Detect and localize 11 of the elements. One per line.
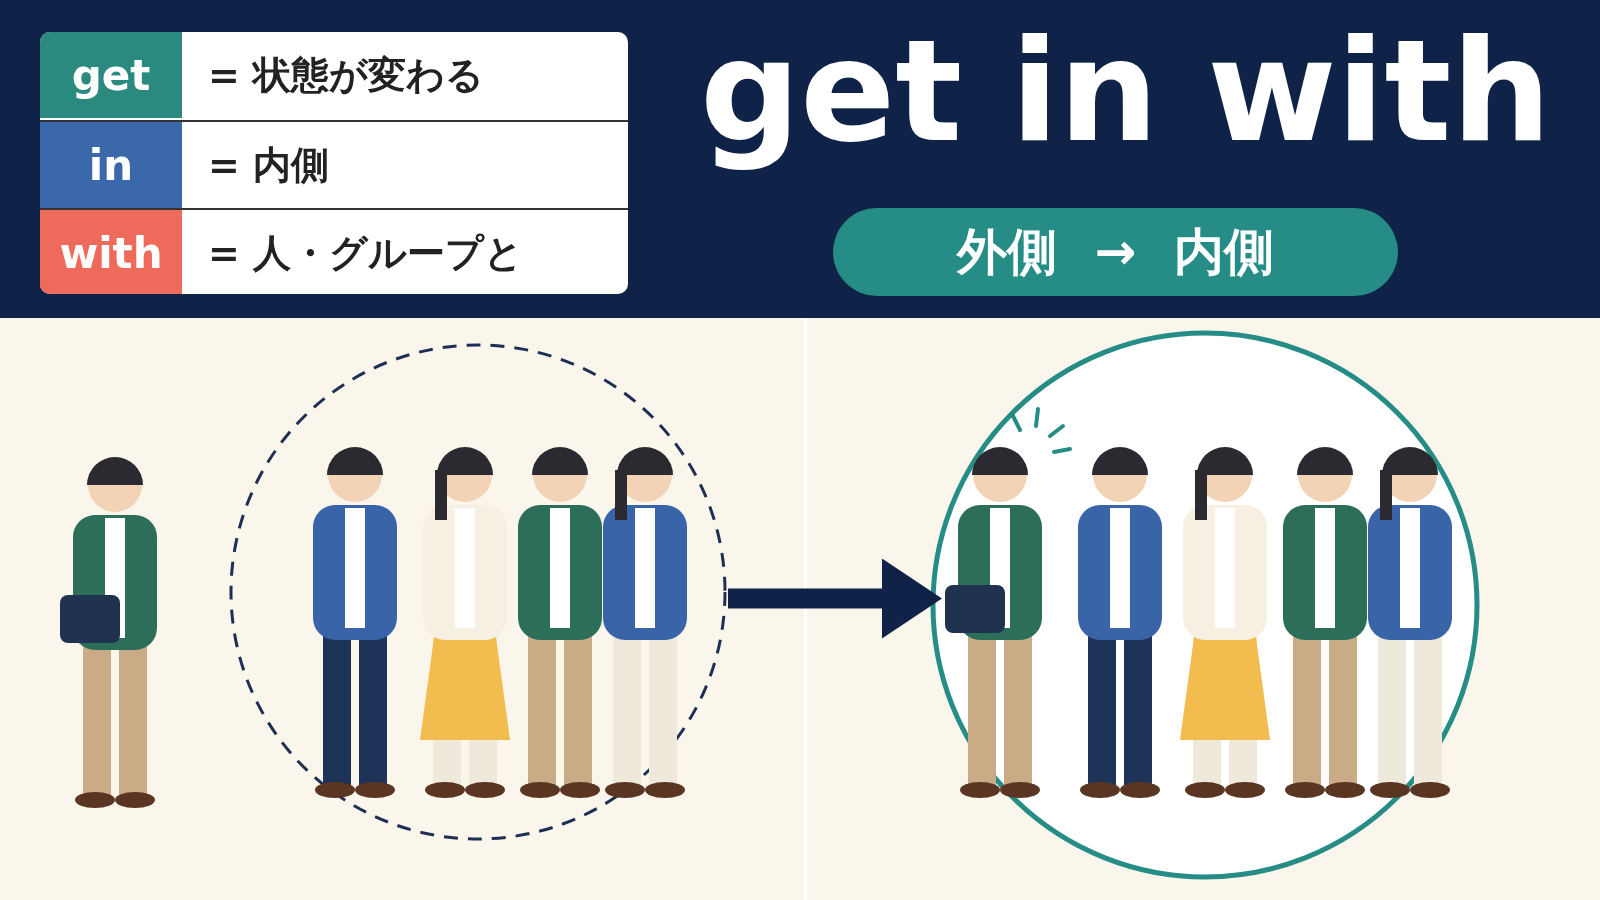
- keyword-label: get: [40, 32, 182, 118]
- meaning-text: = 内側: [208, 142, 330, 189]
- meaning-text: = 人・グループと: [208, 230, 524, 277]
- group-circle: [930, 330, 1480, 880]
- phrase-pill: 外側 → 内側: [833, 208, 1398, 296]
- dashed-group-circle: [228, 342, 728, 842]
- title: get in with: [700, 10, 1552, 173]
- keyword-label: in: [40, 122, 182, 208]
- keyword-label: with: [40, 210, 182, 294]
- meaning-text: = 状態が変わる: [208, 52, 485, 99]
- arrow: [728, 558, 942, 639]
